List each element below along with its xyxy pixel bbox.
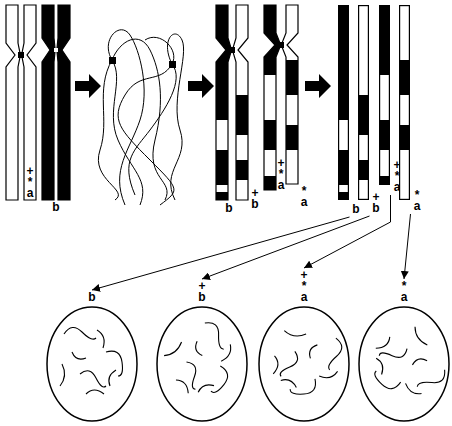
chromatid-node: * a xyxy=(399,5,422,212)
gene-label: + * a xyxy=(26,166,34,199)
cell-outline xyxy=(258,306,350,422)
nucleus-cell: + * a xyxy=(258,270,350,422)
centromere xyxy=(278,42,284,48)
gene-label: + b xyxy=(198,281,206,303)
cell-outline xyxy=(156,306,248,422)
nucleus-cell: + b xyxy=(156,281,248,422)
chromatid xyxy=(216,5,231,200)
gene-label: b xyxy=(88,292,96,303)
centromere xyxy=(18,52,24,58)
chromatid-node: b xyxy=(338,5,361,215)
chromatid-node: + b xyxy=(358,5,381,214)
centromere xyxy=(229,47,235,53)
nucleus-cell: b xyxy=(46,292,138,422)
chromatid xyxy=(6,5,20,200)
chromatid xyxy=(57,5,70,200)
chromosomes xyxy=(272,330,343,397)
chromosomes xyxy=(60,327,123,394)
gene-label: * a xyxy=(413,190,421,212)
chromatid-bar xyxy=(358,5,369,200)
chromatid-bar xyxy=(399,5,410,200)
chromatid xyxy=(22,5,36,200)
arrow-line xyxy=(92,217,350,290)
gene-label: + b xyxy=(372,192,380,214)
chromatid xyxy=(233,5,248,200)
stage-arrow xyxy=(188,74,214,98)
tangled-chromatids xyxy=(98,30,183,205)
gene-label: * a xyxy=(300,186,308,208)
cell-outline xyxy=(358,306,450,422)
gene-label: + * a xyxy=(300,270,308,303)
gene-label: + b xyxy=(251,188,259,210)
chromatid xyxy=(42,5,55,200)
gene-label: + * a xyxy=(277,158,285,191)
gene-label: b xyxy=(52,202,60,213)
centromere xyxy=(54,48,58,52)
gene-label: b xyxy=(225,203,233,214)
chromatid-bar xyxy=(379,5,390,185)
chromosomes xyxy=(361,321,451,412)
arrow-line xyxy=(404,214,411,279)
gene-label: b xyxy=(352,204,360,215)
stage-arrow xyxy=(305,74,331,98)
chromatid-node: + * a xyxy=(379,5,402,193)
centromere xyxy=(169,61,176,68)
stage-arrow xyxy=(75,74,101,98)
chromosomes xyxy=(158,316,249,407)
gene-label: * a xyxy=(400,281,408,303)
nucleus-cell: * a xyxy=(358,281,450,422)
centromere xyxy=(109,57,116,64)
arrow-line xyxy=(202,216,370,279)
cell-outline xyxy=(46,306,138,422)
chromatid-bar xyxy=(338,5,349,200)
